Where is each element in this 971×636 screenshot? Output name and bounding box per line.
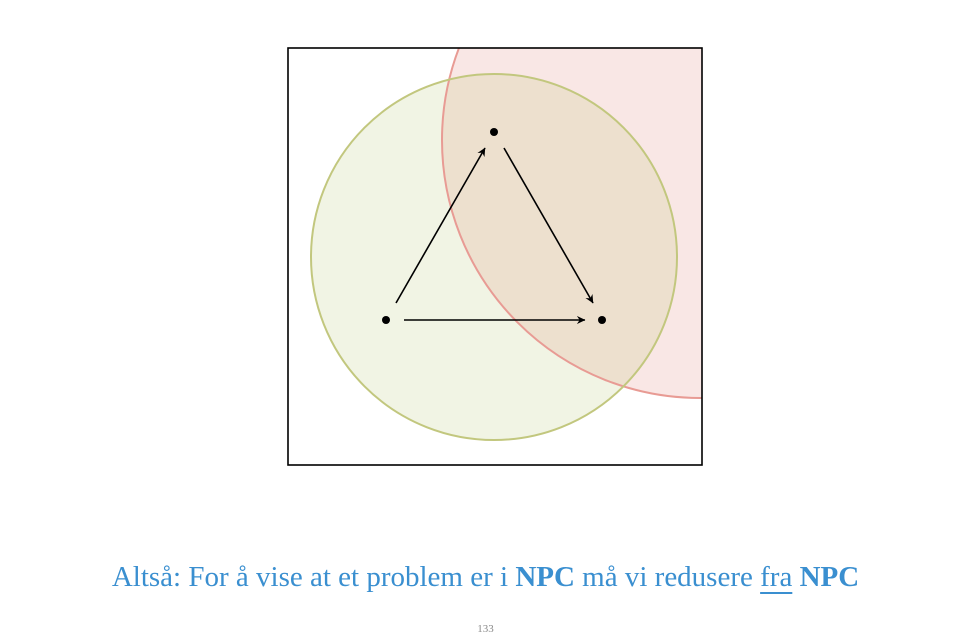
edge-left-to-top	[395, 147, 486, 304]
caption-text-middle: må vi redusere	[574, 561, 761, 593]
overlap-region	[442, 74, 677, 398]
frame-box	[287, 47, 703, 466]
venn-reduction-diagram	[287, 47, 703, 466]
node-bottom-left	[382, 316, 390, 324]
caption-text-start: Altså: For å vise at et problem er i	[111, 561, 516, 593]
edge-top-to-right	[503, 147, 594, 304]
caption-fra-underlined: fra	[760, 561, 793, 593]
red-circle-outline	[441, 48, 702, 399]
caption-npc-term-2: NPC	[799, 561, 860, 593]
caption-space	[792, 561, 799, 593]
conclusion-caption: Altså: For å vise at et problem er i NPC…	[0, 563, 971, 592]
node-top	[490, 128, 498, 136]
caption-npc-term: NPC	[515, 561, 575, 593]
page-number: 133	[477, 623, 494, 635]
node-bottom-right	[598, 316, 606, 324]
green-circle-outline	[310, 73, 678, 441]
